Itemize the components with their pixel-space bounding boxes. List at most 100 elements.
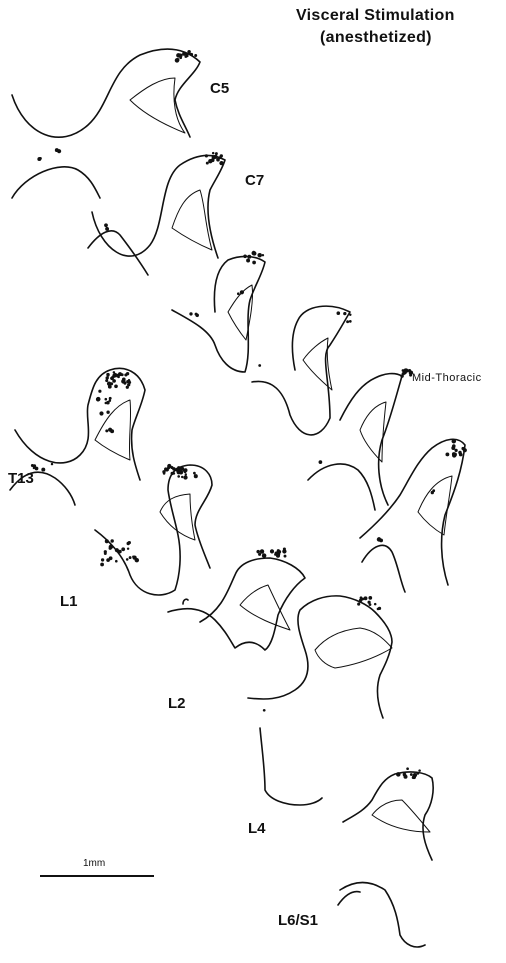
stimulation-dot <box>109 545 113 549</box>
stimulation-dot <box>404 775 408 779</box>
stimulation-dot <box>212 152 215 155</box>
stimulation-dot <box>100 563 104 567</box>
stimulation-dot <box>105 539 109 543</box>
stimulation-dot <box>170 466 173 469</box>
stimulation-dot <box>452 439 457 444</box>
stimulation-dot <box>252 251 256 255</box>
label-mid-thoracic: Mid-Thoracic <box>412 372 482 384</box>
stimulation-dot <box>212 156 215 159</box>
stimulation-dot <box>105 227 109 231</box>
stimulation-dot <box>364 596 368 600</box>
scale-bar-label: 1mm <box>83 858 105 869</box>
label-l6-s1: L6/S1 <box>278 912 318 929</box>
section-mid-thoracic <box>308 374 402 510</box>
section-l6-s1 <box>338 772 433 947</box>
stimulation-dot <box>215 152 218 155</box>
stimulation-dot <box>378 607 381 610</box>
stimulation-dot <box>219 161 223 165</box>
stimulation-dot <box>106 411 109 414</box>
stimulation-dot <box>284 555 287 558</box>
section-thoracic <box>252 306 350 435</box>
stimulation-dot <box>412 777 414 779</box>
stimulation-dot <box>183 475 187 479</box>
stimulation-dot <box>178 53 182 57</box>
stimulation-dot <box>237 292 240 295</box>
stimulation-dot <box>126 558 129 561</box>
stimulation-dot <box>258 364 261 367</box>
label-l1: L1 <box>60 593 78 610</box>
stimulation-dot <box>126 372 129 375</box>
stimulation-dot <box>189 312 192 315</box>
stimulation-dot <box>260 549 264 553</box>
stimulation-dot <box>257 253 262 258</box>
scale-bar <box>40 875 154 877</box>
stimulation-dot <box>41 468 45 472</box>
stimulation-dot <box>105 398 108 401</box>
stimulation-dot <box>113 371 116 374</box>
stimulation-dot <box>263 709 266 712</box>
section-l2 <box>168 558 305 650</box>
stimulation-dot <box>406 767 409 770</box>
stimulation-dot <box>186 53 189 56</box>
section-lower-thoracic <box>360 439 465 592</box>
stimulation-dot <box>368 596 372 600</box>
stimulation-dot <box>400 374 403 377</box>
stimulation-dot <box>127 383 130 386</box>
stimulation-dot <box>246 259 250 263</box>
stimulation-dot <box>262 254 264 256</box>
stimulation-dot <box>55 148 59 152</box>
stimulation-dot <box>216 158 220 162</box>
stimulation-dot <box>163 472 166 475</box>
stimulation-dot <box>396 772 401 777</box>
stimulation-dot <box>112 379 116 383</box>
stimulation-dot <box>121 547 125 551</box>
stimulation-dot <box>105 429 108 432</box>
stimulation-dot <box>175 58 180 63</box>
stimulation-dot <box>166 469 169 472</box>
stimulation-dot <box>178 470 181 473</box>
stimulation-dot <box>105 402 108 405</box>
label-c5: C5 <box>210 80 229 97</box>
stimulation-dot <box>206 162 209 165</box>
stimulation-dot <box>190 53 193 56</box>
stimulation-dot <box>454 449 457 452</box>
stimulation-dot <box>109 556 113 560</box>
stimulation-dot <box>108 385 112 389</box>
stimulation-dot <box>404 368 408 372</box>
label-c7: C7 <box>245 172 264 189</box>
stimulation-dot <box>220 154 223 157</box>
stimulation-dot <box>463 448 467 452</box>
section-l1 <box>95 465 212 595</box>
stimulation-dot <box>410 773 413 776</box>
stimulation-dot <box>99 411 103 415</box>
stimulation-dot <box>111 376 114 379</box>
stimulation-dot <box>124 382 127 385</box>
stimulation-dot <box>374 603 377 606</box>
stimulation-dot <box>98 390 101 393</box>
dot-clusters <box>31 50 467 779</box>
stimulation-dot <box>252 261 256 265</box>
stimulation-dot <box>205 154 208 157</box>
stimulation-dot <box>111 539 114 542</box>
stimulation-dot <box>262 553 267 558</box>
stimulation-dot <box>105 379 108 382</box>
stimulation-dot <box>343 312 346 315</box>
stimulation-dot <box>445 452 449 456</box>
stimulation-dot <box>319 460 323 464</box>
stimulation-dot <box>360 596 363 599</box>
stimulation-dot <box>337 311 341 315</box>
stimulation-dot <box>193 472 196 475</box>
stimulation-dot <box>118 372 122 376</box>
stimulation-dot <box>183 468 187 472</box>
stimulation-dot <box>247 255 251 259</box>
figure-title-line1: Visceral Stimulation <box>296 7 455 25</box>
stimulation-dot <box>369 603 372 606</box>
stimulation-dot <box>195 313 198 316</box>
label-l4: L4 <box>248 820 266 837</box>
stimulation-dot <box>256 550 260 554</box>
stimulation-dot <box>38 157 41 160</box>
stimulation-dot <box>104 223 108 227</box>
stimulation-dot <box>101 558 104 561</box>
stimulation-dot <box>243 254 247 258</box>
